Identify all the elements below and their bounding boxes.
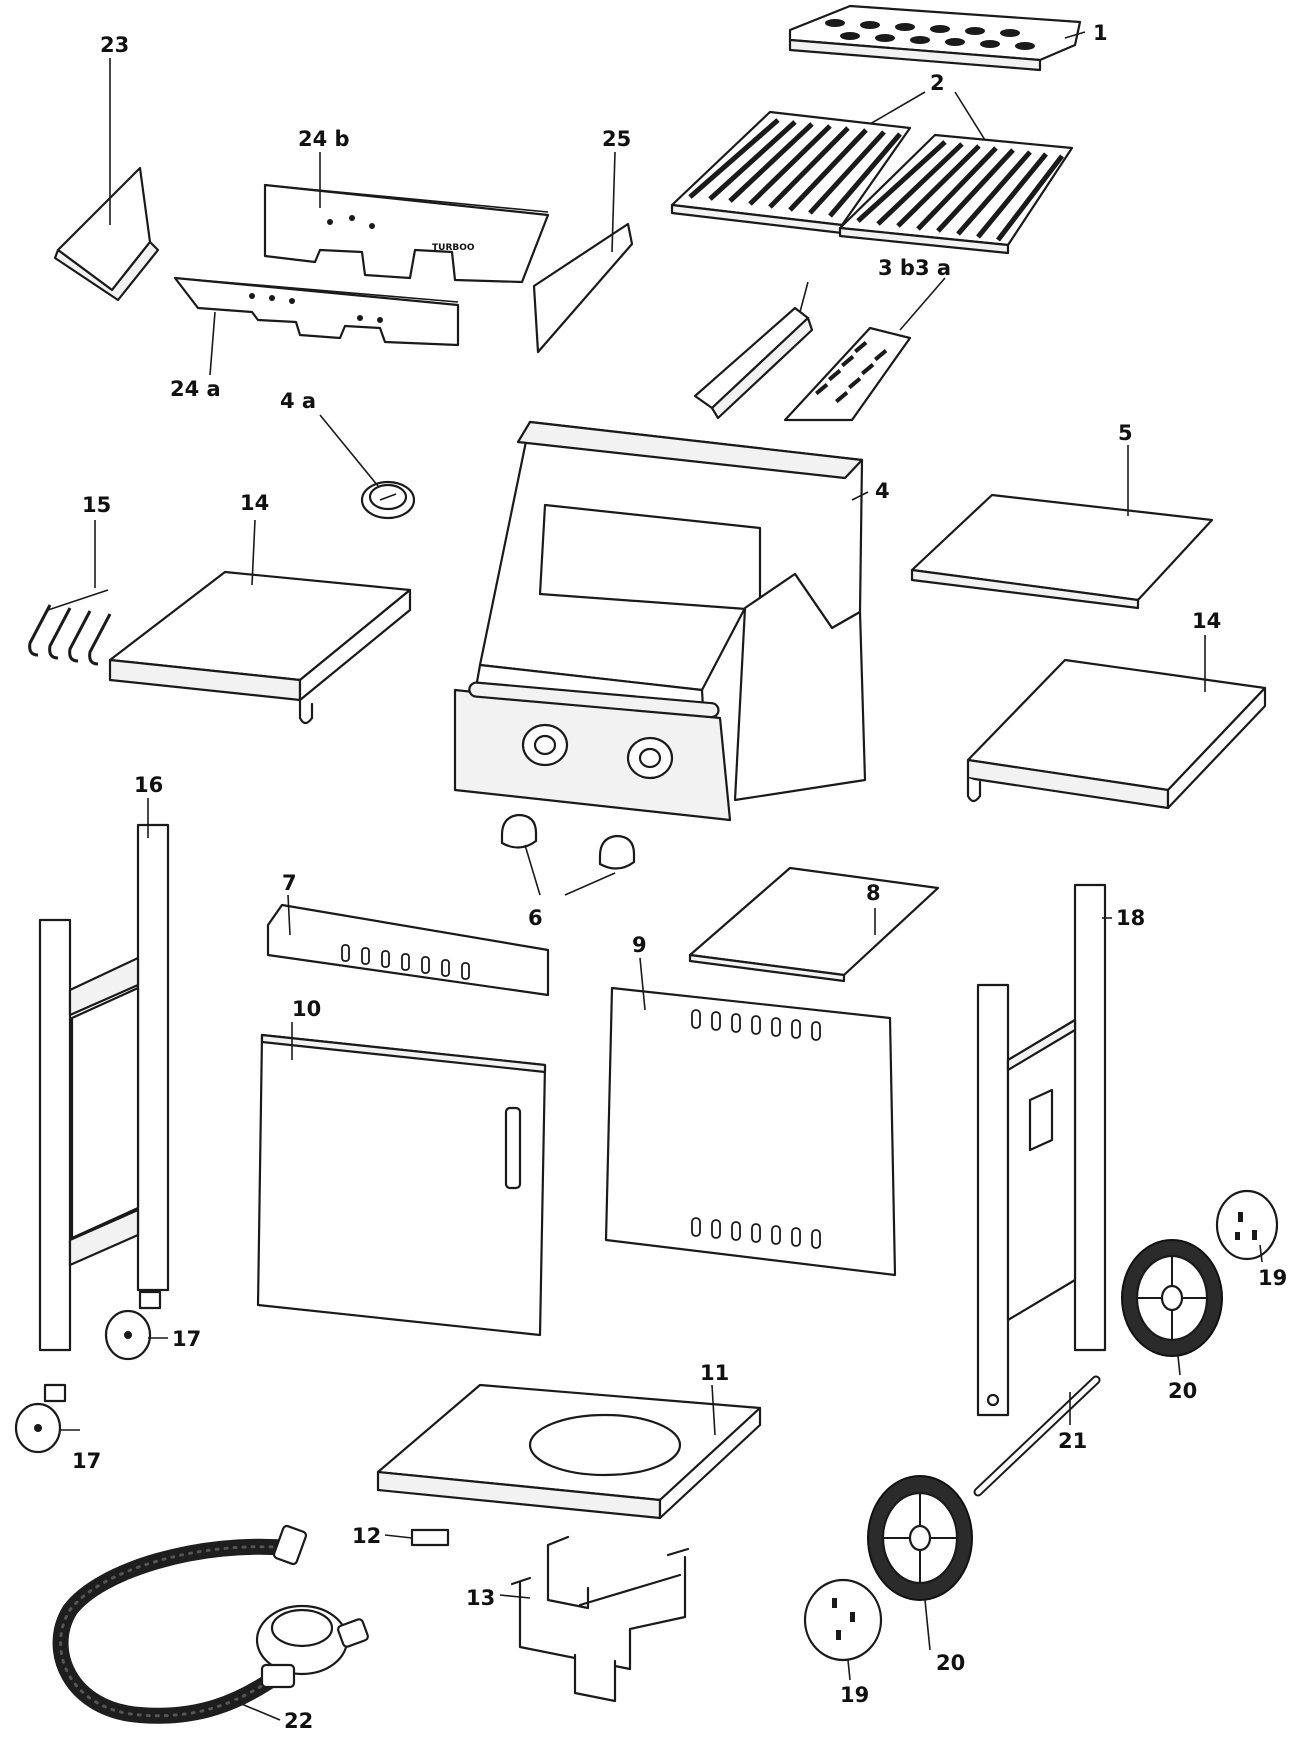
part-25-side-plate <box>532 222 634 354</box>
part-15-tool-hooks <box>28 589 112 666</box>
label-part-17-lower: 17 <box>72 1449 101 1473</box>
label-part-3: 3 b3 a <box>878 256 951 280</box>
part-17-castor-upper <box>104 1290 162 1361</box>
label-part-14-left: 14 <box>240 491 269 515</box>
part-24a-front-heat-shield <box>173 276 460 347</box>
label-part-4: 4 <box>875 479 890 503</box>
part-3b-flame-tamer <box>693 306 814 420</box>
heat-shield-logo-text: TURBOO <box>432 243 475 253</box>
part-21-axle <box>973 1375 1101 1497</box>
label-part-11: 11 <box>700 1361 729 1385</box>
part-1-warming-rack <box>788 4 1082 72</box>
label-part-24b: 24 b <box>298 127 350 151</box>
label-part-22: 22 <box>284 1709 313 1733</box>
label-part-2: 2 <box>930 71 945 95</box>
part-2-cooking-grid-right <box>838 133 1074 255</box>
label-part-20-right: 20 <box>1168 1379 1197 1403</box>
label-part-6: 6 <box>528 906 543 930</box>
label-part-8: 8 <box>866 881 881 905</box>
part-14-left-side-shelf <box>108 570 412 725</box>
part-4a-thermometer <box>360 480 416 520</box>
label-part-14-right: 14 <box>1192 609 1221 633</box>
label-part-20-bottom: 20 <box>936 1651 965 1675</box>
label-part-7: 7 <box>282 871 297 895</box>
part-19-hub-cap-bottom <box>803 1578 883 1662</box>
part-9-rear-panel <box>604 986 897 1277</box>
label-part-16: 16 <box>134 773 163 797</box>
part-7-front-rail <box>266 903 550 997</box>
part-20-wheel-right <box>1121 1239 1223 1357</box>
label-part-21: 21 <box>1058 1429 1087 1453</box>
label-part-19-bottom: 19 <box>840 1683 869 1707</box>
part-8-drip-plate <box>688 866 940 983</box>
label-part-4a: 4 a <box>280 389 316 413</box>
part-16-left-frame <box>38 823 170 1352</box>
part-23-side-shield <box>53 166 160 302</box>
part-labels: 1 2 3 b3 a 4 4 a 5 6 7 8 9 10 11 12 13 1… <box>72 21 1287 1733</box>
label-part-12: 12 <box>352 1524 381 1548</box>
part-4-grill-body <box>453 420 867 822</box>
part-6-control-knobs <box>500 813 636 870</box>
part-24b-rear-heat-shield: TURBOO <box>263 183 550 284</box>
label-part-17-upper: 17 <box>172 1327 201 1351</box>
label-part-13: 13 <box>466 1586 495 1610</box>
part-11-bottom-shelf <box>376 1383 762 1520</box>
part-22-hose-regulator <box>52 1524 369 1724</box>
label-part-5: 5 <box>1118 421 1133 445</box>
part-19-hub-cap-right <box>1215 1189 1279 1261</box>
label-part-19-right: 19 <box>1258 1266 1287 1290</box>
part-12-clip <box>410 1528 450 1547</box>
part-20-wheel-bottom <box>867 1475 973 1601</box>
part-10-cabinet-door <box>256 1033 547 1337</box>
part-2-cooking-grid-left <box>670 110 912 235</box>
part-14-right-side-shelf <box>966 658 1267 810</box>
label-part-10: 10 <box>292 997 321 1021</box>
label-part-1: 1 <box>1093 21 1108 45</box>
label-part-18: 18 <box>1116 906 1145 930</box>
part-13-cylinder-holder <box>510 1535 690 1703</box>
leader-lines <box>60 31 1263 1721</box>
part-17-castor-lower <box>14 1383 67 1454</box>
label-part-15: 15 <box>82 493 111 517</box>
part-18-right-frame <box>976 883 1107 1417</box>
label-part-25: 25 <box>602 127 631 151</box>
part-3a-burner-tray <box>783 326 912 422</box>
part-5-side-shelf <box>910 493 1214 610</box>
label-part-23: 23 <box>100 33 129 57</box>
label-part-9: 9 <box>632 933 647 957</box>
label-part-24a: 24 a <box>170 377 221 401</box>
